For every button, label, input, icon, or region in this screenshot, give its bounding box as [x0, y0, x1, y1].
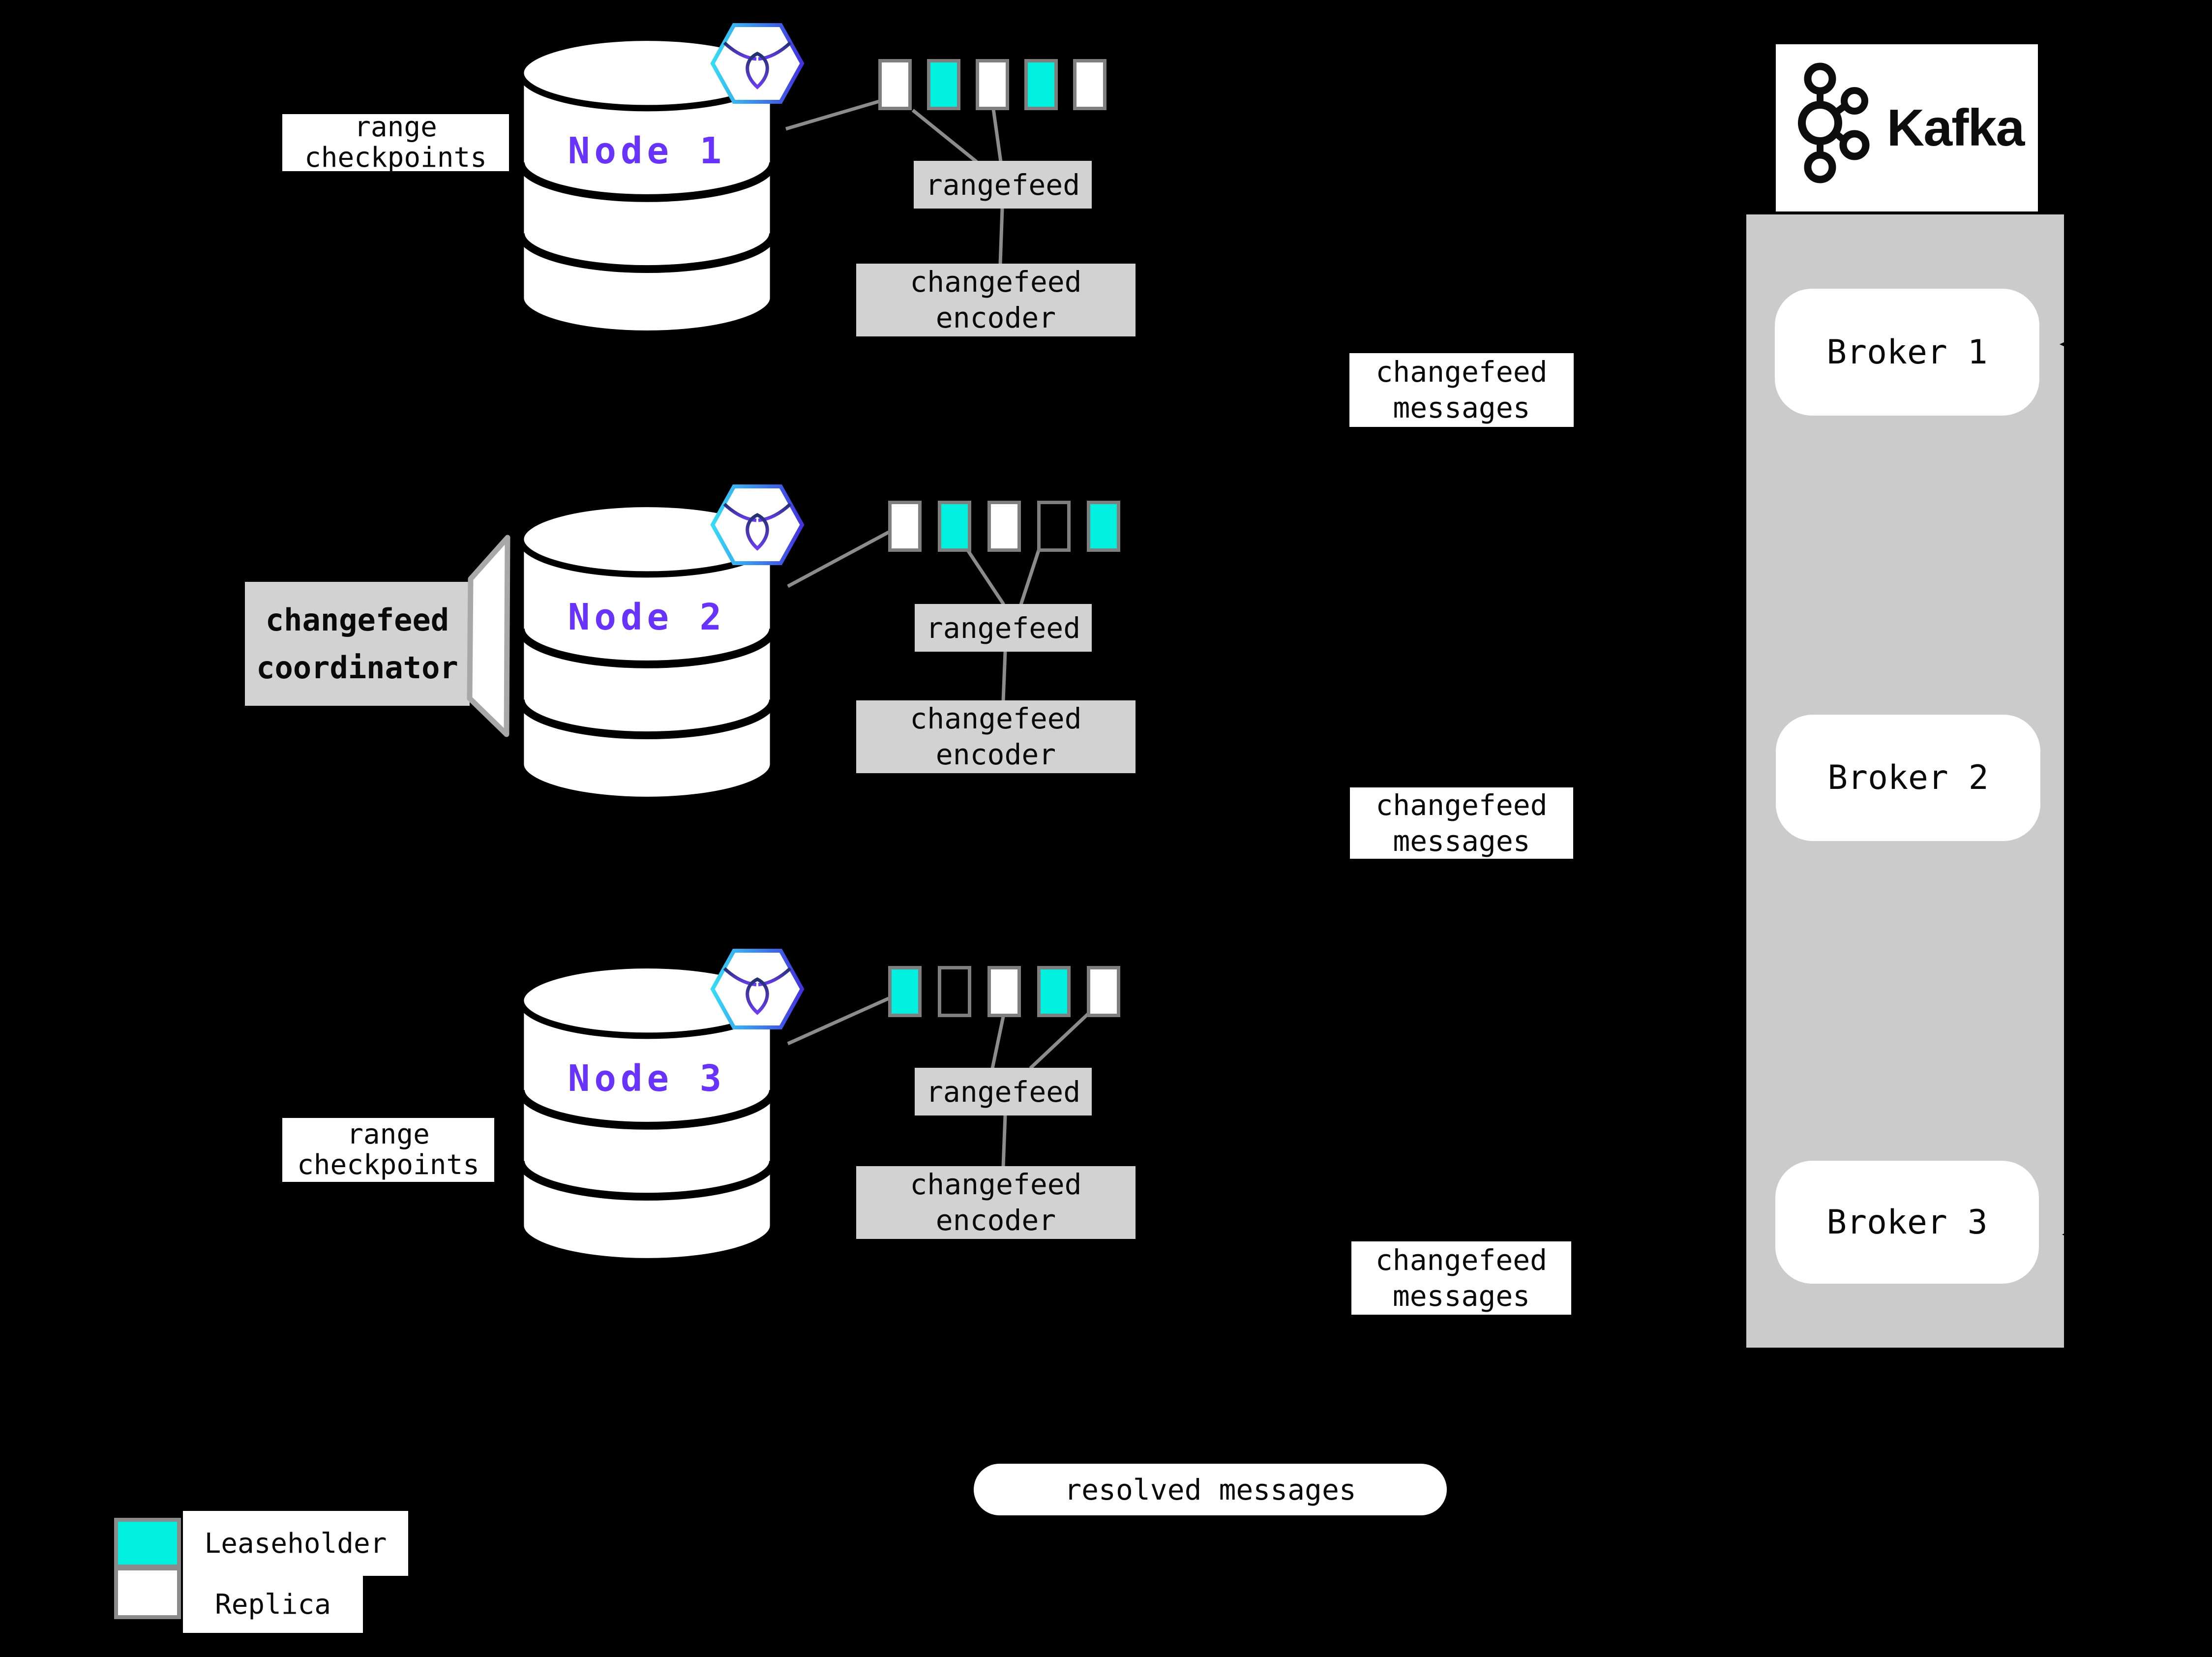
line-range-to-rangefeed2b [1019, 549, 1041, 605]
rangefeed-box-1: rangefeed [914, 161, 1092, 209]
encoder-line1: changefeed [910, 1168, 1082, 1201]
node3-label: Node 3 [568, 1057, 726, 1100]
node1-label: Node 1 [568, 130, 726, 172]
legend-leaseholder-label: Leaseholder [183, 1511, 408, 1576]
node1-cylinder [516, 34, 777, 337]
node2-cylinder [516, 501, 777, 803]
changefeed-messages-label-2: changefeed messages [1350, 787, 1573, 859]
range-square-replica [987, 501, 1021, 552]
broker-3: Broker 3 [1775, 1161, 2039, 1284]
range-square-leaseholder [938, 501, 971, 552]
legend-replica-label: Replica [183, 1576, 363, 1633]
range-square-replica [987, 966, 1021, 1017]
cockroachdb-icon-3 [711, 949, 804, 1029]
line-range-to-rangefeed3 [990, 1016, 1005, 1069]
changefeed-encoder-box-1: changefeed encoder [856, 264, 1136, 336]
encoder-line1: changefeed [910, 265, 1082, 299]
range-checkpoints-line2: checkpoints [297, 1149, 479, 1181]
range-square-empty [938, 966, 971, 1017]
line-node1-to-ranges [785, 99, 880, 131]
coordinator-callout-flag [467, 535, 510, 737]
cockroachdb-icon-1 [711, 23, 804, 104]
range-square-leaseholder [927, 59, 960, 110]
kafka-logo-box: Kafka [1776, 44, 2038, 211]
messages-line1: changefeed [1375, 355, 1548, 389]
messages-line1: changefeed [1375, 788, 1548, 822]
coordinator-line2: coordinator [256, 650, 458, 686]
line-rangefeed3-to-encoder3 [1001, 1115, 1007, 1167]
messages-line2: messages [1392, 1279, 1530, 1313]
range-checkpoints-line2: checkpoints [304, 142, 487, 172]
broker-2: Broker 2 [1776, 715, 2040, 841]
encoder-line2: encoder [935, 1204, 1056, 1237]
changefeed-messages-label-1: changefeed messages [1349, 353, 1574, 427]
range-checkpoints-label-3: range checkpoints [282, 1118, 494, 1182]
range-square-leaseholder [888, 966, 922, 1017]
changefeed-messages-label-3: changefeed messages [1351, 1241, 1571, 1315]
line-range-to-rangefeed1b [991, 109, 1003, 162]
range-square-empty [1037, 501, 1071, 552]
arrowhead-broker3 [2062, 1222, 2090, 1247]
messages-line2: messages [1393, 391, 1530, 424]
line-range-to-rangefeed3b [1029, 1012, 1090, 1070]
line-range-to-rangefeed1 [911, 109, 978, 163]
changefeed-encoder-box-2: changefeed encoder [856, 700, 1136, 773]
messages-line1: changefeed [1375, 1243, 1548, 1277]
encoder-line2: encoder [935, 738, 1056, 771]
node3-range-squares [888, 966, 1120, 1017]
resolved-messages-pill: resolved messages [974, 1464, 1447, 1515]
range-checkpoints-label-1: range checkpoints [282, 114, 509, 171]
legend [114, 1518, 181, 1619]
range-square-leaseholder [1024, 59, 1058, 110]
node3-cylinder [516, 962, 777, 1265]
rangefeed-box-2: rangefeed [915, 604, 1092, 652]
broker-1: Broker 1 [1775, 289, 2039, 416]
range-checkpoints-line1: range [347, 1118, 430, 1150]
node2-range-squares [888, 501, 1120, 552]
range-checkpoints-line1: range [354, 114, 437, 143]
range-square-leaseholder [1087, 501, 1120, 552]
encoder-line2: encoder [935, 301, 1056, 334]
legend-replica-swatch [114, 1567, 181, 1619]
legend-leaseholder-swatch [114, 1518, 181, 1568]
node2-label: Node 2 [568, 596, 726, 638]
coordinator-line1: changefeed [265, 602, 449, 638]
range-square-replica [1087, 966, 1120, 1017]
kafka-logo-icon [1798, 62, 1870, 183]
range-square-replica [1073, 59, 1106, 110]
range-square-replica [888, 501, 922, 552]
line-range-to-rangefeed2 [966, 549, 1005, 605]
range-square-replica [976, 59, 1009, 110]
node1-range-squares [878, 59, 1106, 110]
kafka-wordmark: Kafka [1886, 98, 2025, 157]
changefeed-coordinator-box: changefeed coordinator [245, 582, 470, 706]
cockroachdb-icon-2 [711, 484, 804, 565]
range-square-leaseholder [1037, 966, 1071, 1017]
line-rangefeed2-to-encoder2 [1001, 651, 1007, 701]
changefeed-encoder-box-3: changefeed encoder [856, 1166, 1136, 1239]
messages-line2: messages [1393, 824, 1530, 858]
rangefeed-box-3: rangefeed [915, 1068, 1092, 1115]
encoder-line1: changefeed [910, 702, 1082, 735]
line-rangefeed1-to-encoder1 [998, 208, 1004, 265]
range-square-replica [878, 59, 912, 110]
